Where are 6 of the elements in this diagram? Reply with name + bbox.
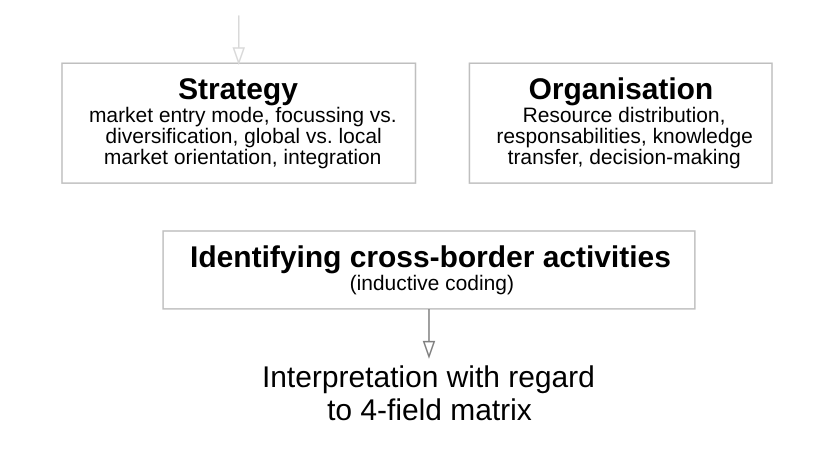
node-box: Strategy market entry mode, focussing vs. diversification, global vs. local market orientation, integration	[61, 62, 416, 184]
node-box: Identifying cross-border activities (inductive coding)	[162, 230, 696, 310]
node-box: Organisation Resource distribution, responsabilities, knowledge transfer, decision-making	[468, 62, 773, 184]
arrow	[422, 309, 436, 359]
node-text: Interpretation with regard to 4-field matrix	[262, 360, 595, 427]
arrow	[232, 15, 246, 66]
